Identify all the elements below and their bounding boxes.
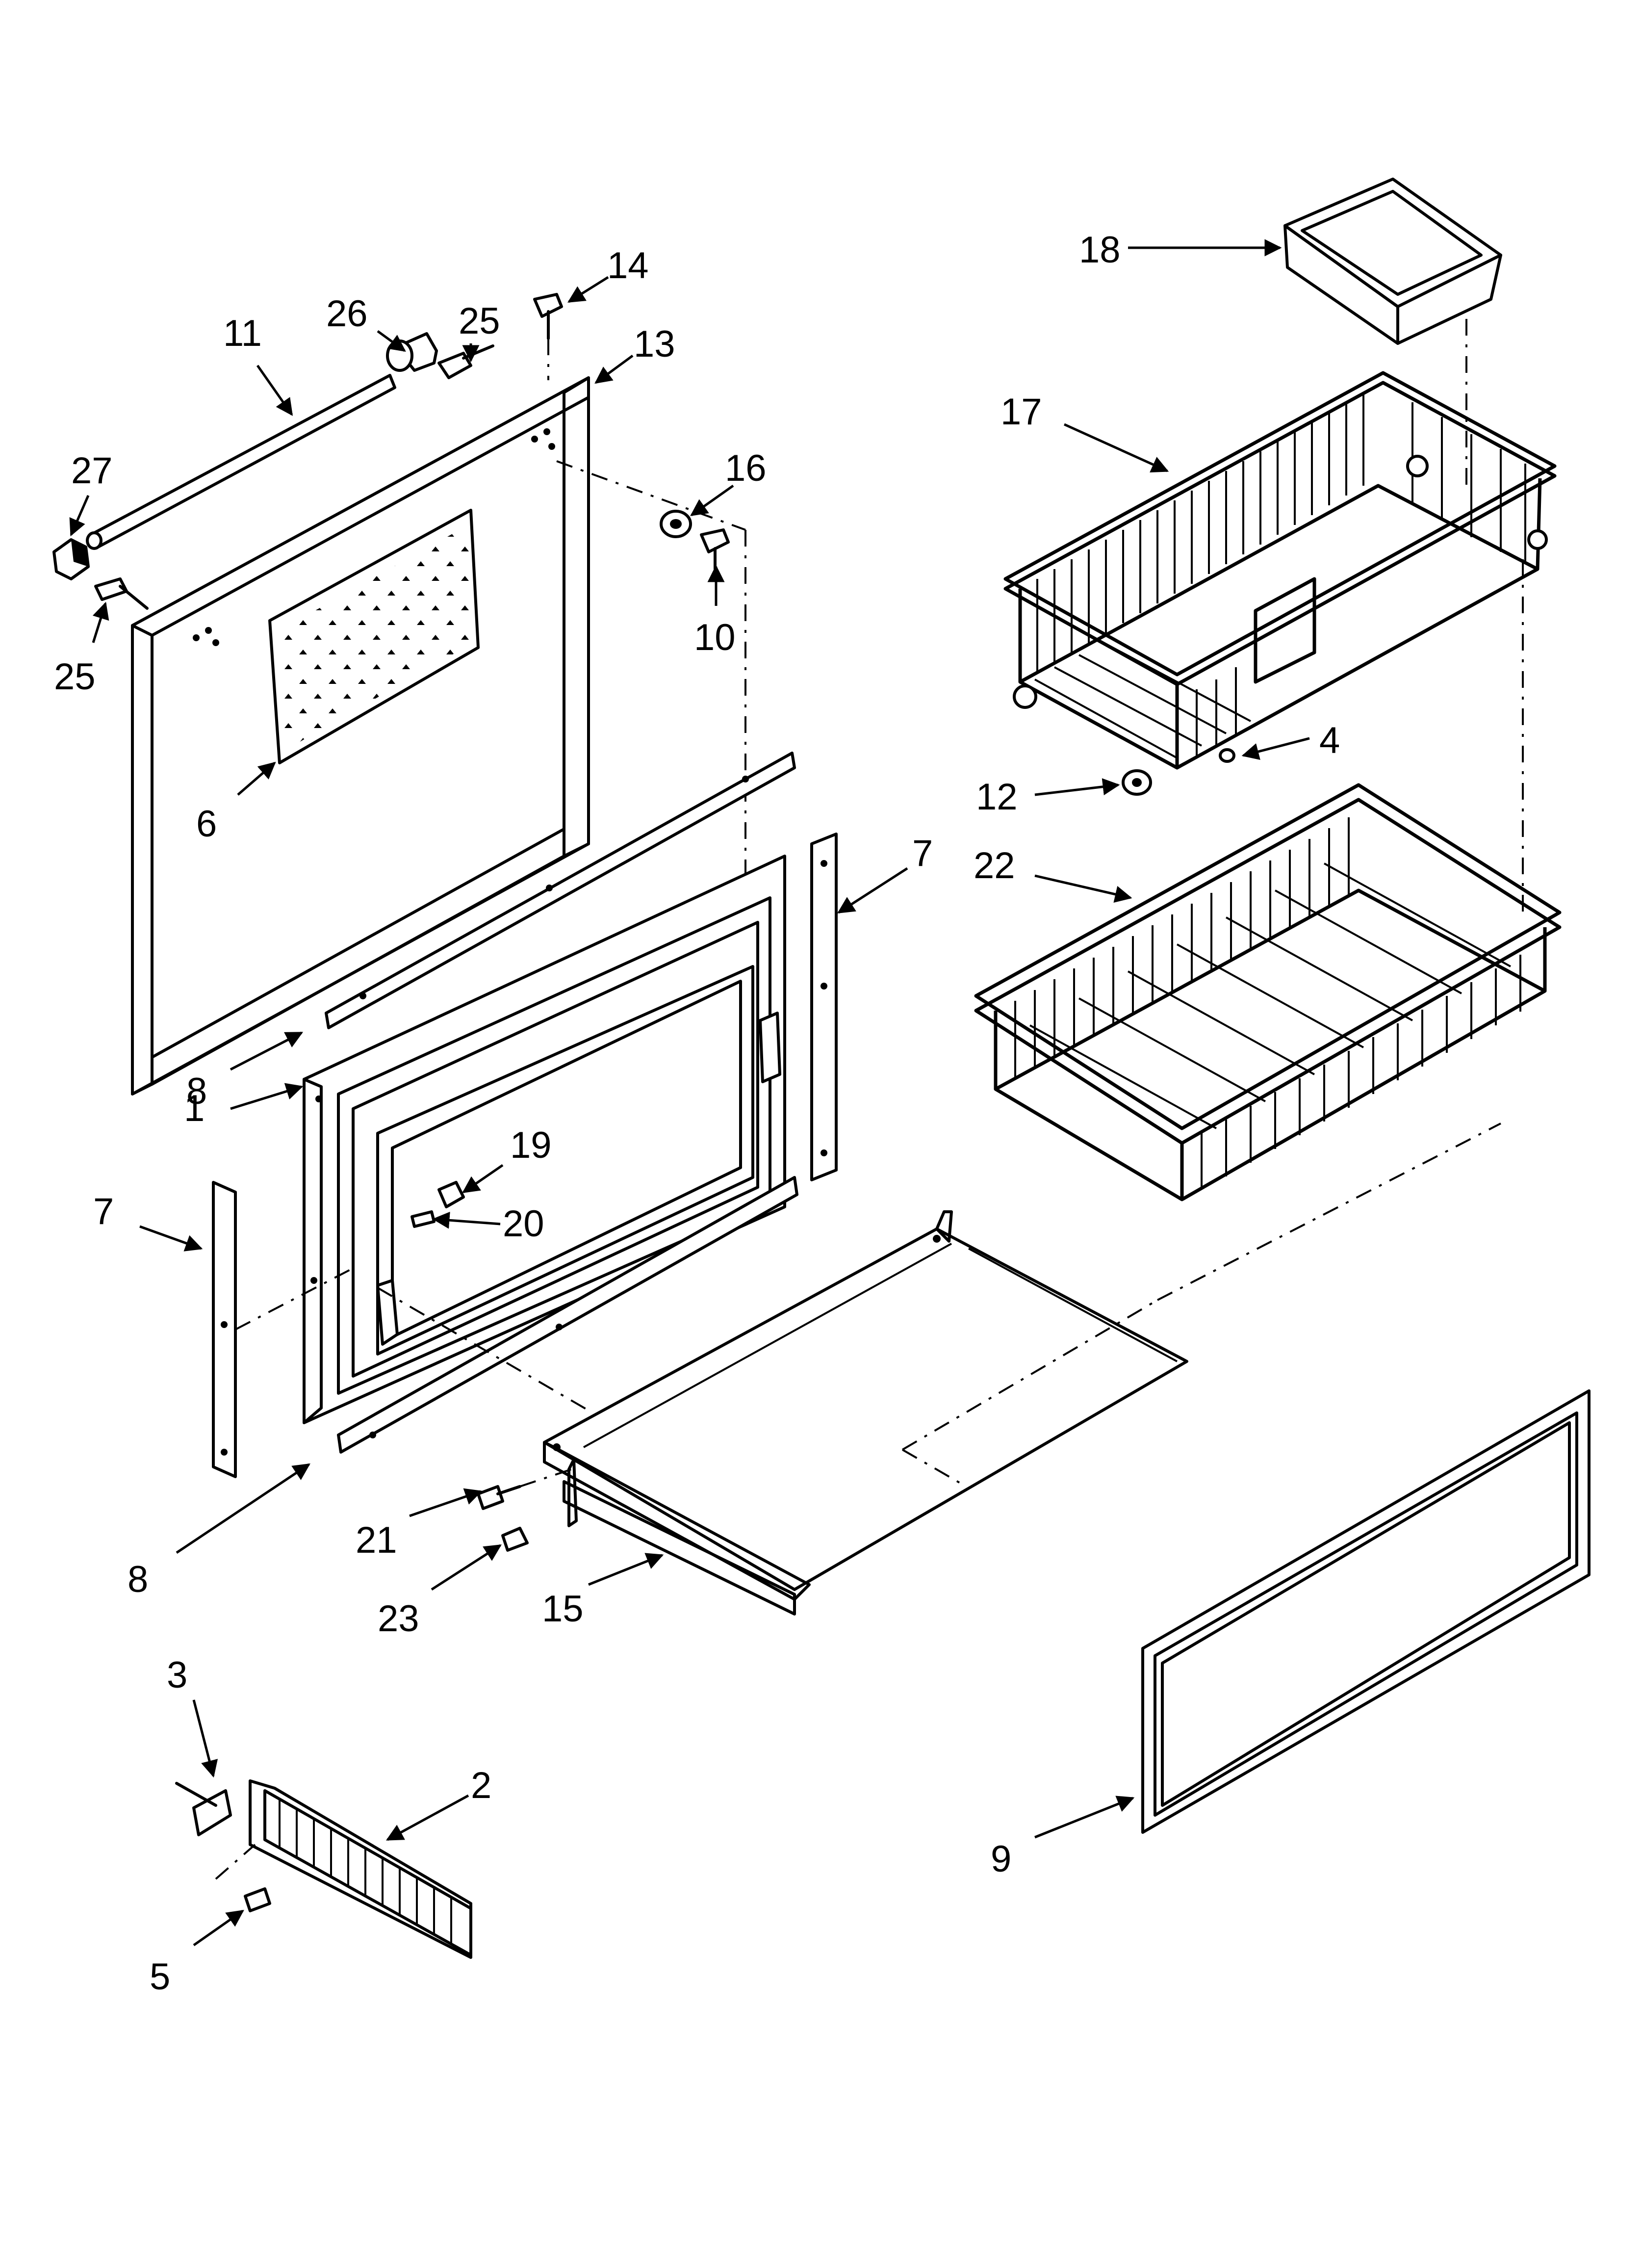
handle-rod	[86, 374, 396, 550]
callout-16: 16	[725, 447, 767, 489]
callout-8-upper: 8	[186, 1070, 207, 1112]
callout-1: 1	[184, 1088, 205, 1129]
screw-14	[533, 293, 563, 340]
callout-3: 3	[167, 1654, 187, 1696]
callout-13: 13	[634, 323, 675, 365]
trim-strip-lower	[337, 1176, 798, 1454]
grille-slats	[279, 1798, 452, 1945]
screw-21	[477, 1485, 521, 1510]
end-cap-27	[52, 538, 90, 580]
upper-wire-basket	[1003, 371, 1557, 770]
callout-7-right: 7	[912, 833, 933, 874]
inner-door-liner	[303, 855, 786, 1424]
upper-basket-vertical-wires	[1034, 392, 1526, 759]
callout-27: 27	[71, 450, 113, 492]
slide-frame	[543, 1210, 1188, 1616]
callout-10: 10	[694, 617, 736, 658]
lower-basket-vertical-wires	[1014, 817, 1521, 1190]
screw-23	[501, 1527, 529, 1552]
washer-16	[660, 510, 692, 538]
callout-23: 23	[378, 1598, 419, 1640]
clip-4	[1219, 748, 1235, 763]
screw-5	[244, 1887, 271, 1912]
callout-25-upper: 25	[459, 300, 500, 342]
callout-7-left: 7	[93, 1191, 114, 1232]
screw-25-lower	[94, 577, 149, 610]
callout-labels: 14 26 25 13 11 27 16 10 25 6 7 8 1 19 20…	[54, 229, 1340, 1998]
trim-strip-upper	[325, 752, 796, 1029]
callout-9: 9	[991, 1838, 1011, 1880]
callout-11: 11	[223, 313, 262, 354]
callout-21: 21	[356, 1519, 397, 1561]
leader-arrows	[69, 239, 1310, 1947]
callout-14: 14	[607, 245, 649, 287]
callout-18: 18	[1079, 229, 1121, 271]
bracket-3	[175, 1782, 232, 1836]
insulation-pad	[268, 509, 480, 764]
callout-22: 22	[974, 845, 1015, 886]
screw-19	[437, 1181, 465, 1208]
door-gasket	[1141, 1389, 1591, 1834]
callout-8-lower: 8	[128, 1559, 148, 1600]
callout-25-lower: 25	[54, 656, 96, 698]
assembly-lines-baskets	[1465, 319, 1524, 917]
screw-10	[700, 528, 730, 571]
side-trim-right	[810, 833, 838, 1181]
roller-12	[1122, 769, 1152, 796]
side-trim-left	[212, 1181, 237, 1478]
assembly-lines-door	[547, 339, 746, 873]
callout-26: 26	[326, 293, 368, 335]
end-cap-26	[386, 332, 438, 372]
callout-4: 4	[1319, 720, 1340, 761]
screw-25-upper	[437, 344, 494, 379]
callout-17: 17	[1001, 391, 1042, 433]
callout-15: 15	[542, 1588, 584, 1630]
lower-wire-basket	[974, 783, 1562, 1201]
callout-2: 2	[471, 1765, 491, 1806]
callout-20: 20	[503, 1203, 544, 1245]
grille-2	[215, 1779, 472, 1959]
assembly-lines-lower	[235, 1122, 1501, 1487]
callout-6: 6	[196, 803, 217, 845]
callout-5: 5	[150, 1956, 170, 1998]
callout-12: 12	[976, 776, 1018, 818]
crisper-bin	[1283, 178, 1502, 345]
callout-19: 19	[510, 1124, 552, 1166]
